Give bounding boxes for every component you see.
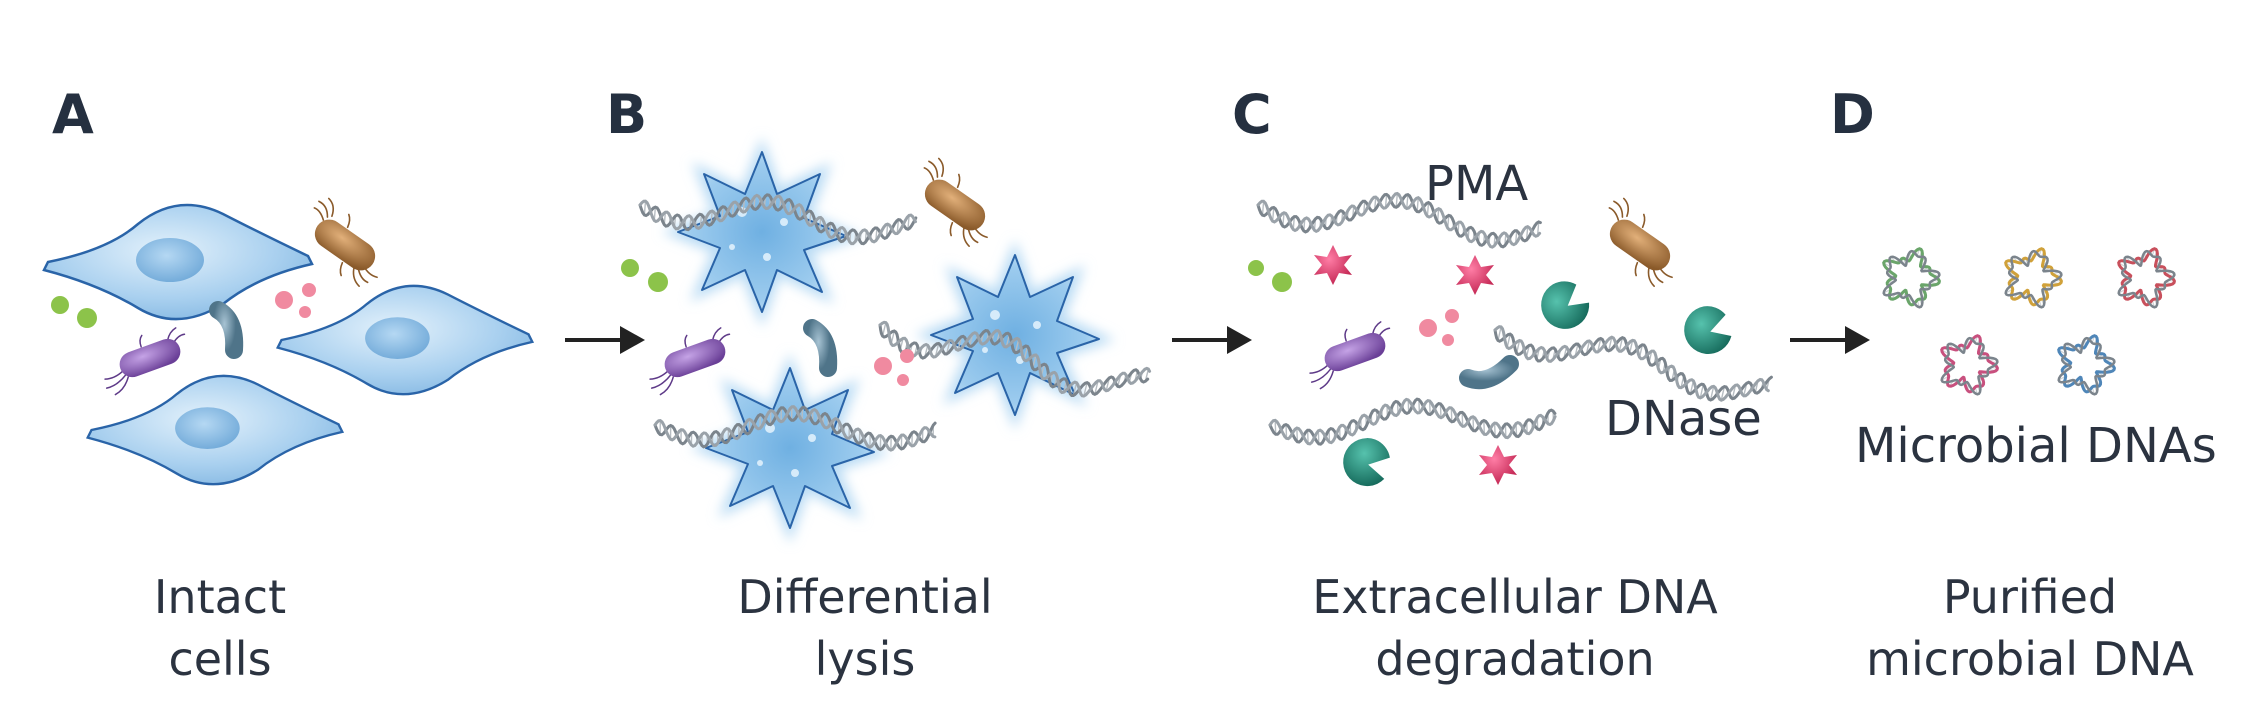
pma-marker	[1479, 445, 1517, 485]
caption-panel-b: Differential lysis	[680, 566, 1050, 690]
particle	[1419, 319, 1437, 337]
caption-line: degradation	[1375, 632, 1655, 686]
bacterium-vibrio	[1459, 355, 1519, 390]
caption-panel-c: Extracellular DNA degradation	[1275, 566, 1755, 690]
caption-line: Intact	[153, 570, 287, 624]
dna-strand	[653, 405, 937, 452]
arrow-b-to-c	[1172, 326, 1252, 354]
particle	[275, 291, 293, 309]
dna-strand	[638, 193, 918, 246]
panel-b-illustration	[621, 137, 1152, 543]
process-arrows	[565, 326, 1870, 354]
panel-c-illustration	[1248, 191, 1773, 493]
pma-marker	[1456, 255, 1494, 295]
arrow-a-to-b	[565, 326, 645, 354]
panel-label-a: A	[52, 83, 94, 146]
dnase-enzyme	[1680, 302, 1734, 358]
bacterium-vibrio	[209, 301, 244, 359]
particle	[621, 259, 639, 277]
particle	[874, 357, 892, 375]
dna-strand	[878, 320, 1152, 398]
dna-strand	[1268, 397, 1557, 446]
panel-label-c: C	[1232, 83, 1272, 146]
bacterium-rod	[93, 320, 197, 398]
bacterium-rod	[290, 193, 400, 294]
particle	[299, 306, 311, 318]
caption-line: microbial DNA	[1866, 632, 2194, 686]
dna-strand	[1493, 325, 1773, 402]
caption-line: lysis	[814, 632, 916, 686]
particle	[1442, 334, 1454, 346]
plasmid-dna-ring	[2117, 247, 2176, 309]
plasmid-dna-ring	[2057, 334, 2116, 396]
bacterium-rod	[1298, 314, 1402, 392]
caption-panel-a: Intact cells	[75, 566, 365, 690]
arrow-c-to-d	[1790, 326, 1870, 354]
dnase-enzyme	[1336, 431, 1396, 493]
lysed-host-cell	[662, 137, 862, 327]
host-cell	[276, 284, 534, 396]
particle	[897, 374, 909, 386]
particle	[648, 272, 668, 292]
degraded-dna-strands	[1256, 191, 1773, 446]
particle	[900, 349, 914, 363]
host-cell	[42, 203, 314, 321]
panel-label-d: D	[1830, 83, 1875, 146]
lysed-host-cell	[690, 353, 890, 543]
panel-d-illustration	[1882, 247, 2176, 396]
plasmid-dna-ring	[2004, 247, 2063, 309]
plasmid-dna-ring	[1882, 247, 1941, 309]
pma-label: PMA	[1425, 156, 1529, 212]
pma-marker	[1314, 245, 1352, 285]
particle	[1272, 272, 1292, 292]
host-dna-strands	[638, 193, 1152, 452]
plasmid-dna-ring	[1940, 334, 1999, 396]
bacterium-rod	[900, 153, 1010, 254]
particle	[302, 283, 316, 297]
caption-line: Purified	[1942, 570, 2118, 624]
dna-strand	[1256, 191, 1542, 249]
caption-line: cells	[168, 632, 272, 686]
particle	[51, 296, 69, 314]
dnase-label: DNase	[1605, 391, 1762, 447]
caption-line: Differential	[737, 570, 993, 624]
bacterium-rod	[1585, 193, 1695, 294]
particle	[1445, 309, 1459, 323]
particle	[77, 308, 97, 328]
dnase-enzyme	[1532, 273, 1597, 338]
microbial-dnas-label: Microbial DNAs	[1855, 418, 2217, 474]
caption-line: Extracellular DNA	[1312, 570, 1718, 624]
panel-label-b: B	[606, 83, 648, 146]
caption-panel-d: Purified microbial DNA	[1830, 566, 2230, 690]
host-cell	[86, 374, 344, 486]
lysed-host-cell	[915, 240, 1115, 430]
panel-a-illustration	[42, 193, 534, 486]
bacterium-vibrio	[803, 319, 838, 377]
particle	[1248, 260, 1264, 276]
